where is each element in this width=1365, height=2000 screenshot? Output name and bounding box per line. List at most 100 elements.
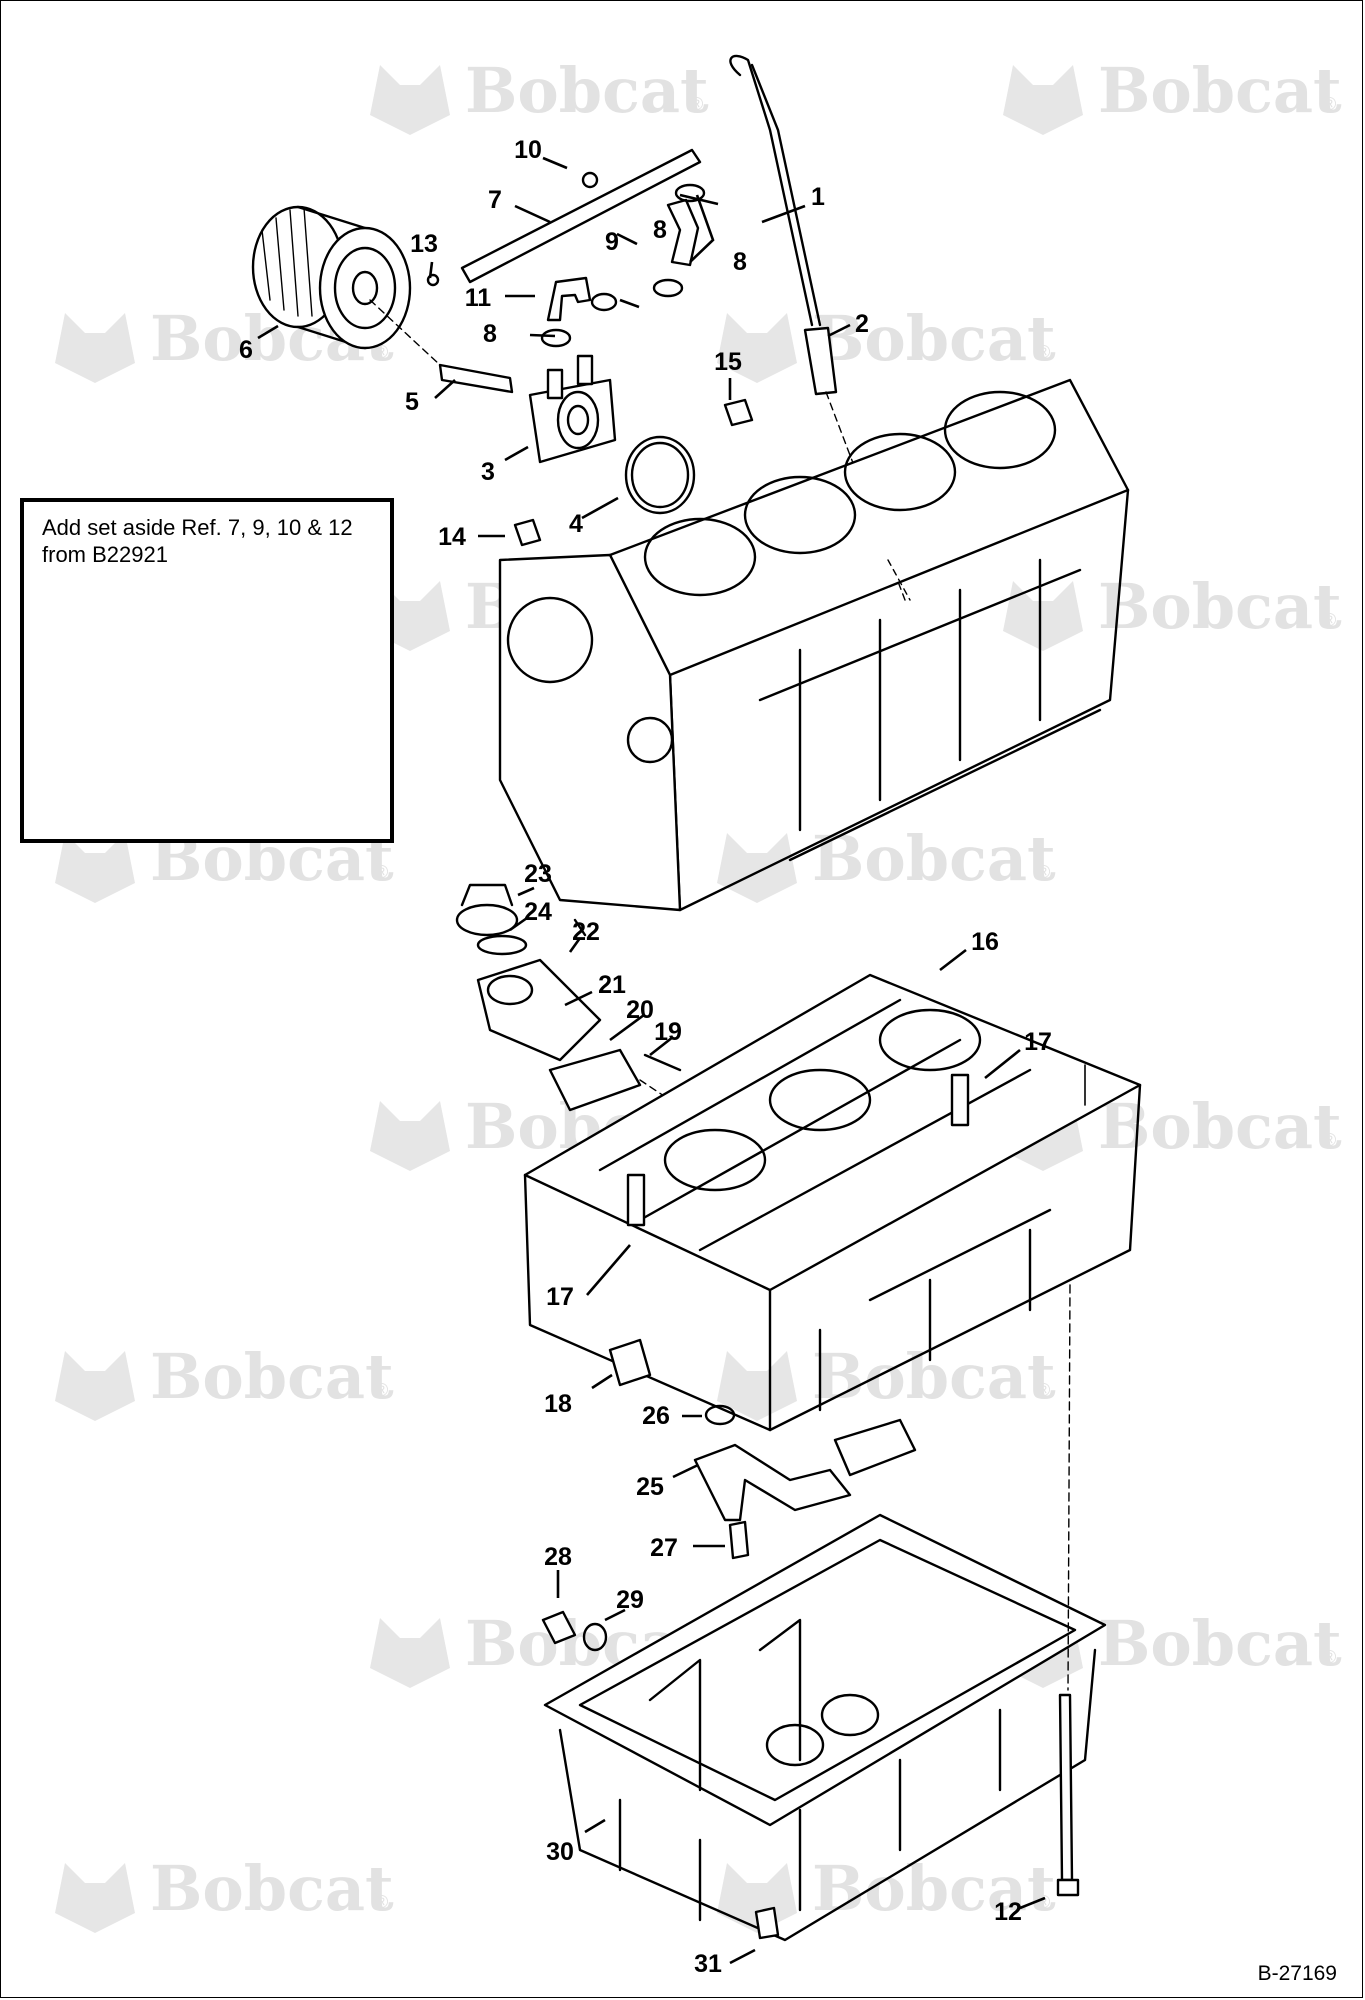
watermark-trademark: ® [1323,610,1336,630]
crankcase-part [523,973,1142,1432]
callout-ref-19: 19 [654,1018,682,1046]
note-box: Add set aside Ref. 7, 9, 10 & 12 from B2… [20,498,394,843]
callout-ref-6: 6 [239,336,253,364]
bobcat-logo-icon [370,1618,450,1688]
callout-ref-29: 29 [616,1586,644,1614]
washer-part [426,273,440,287]
callout-ref-13: 13 [410,230,438,258]
oil-pan-part [543,1513,1107,1942]
bobcat-logo-icon [717,1351,797,1421]
bobcat-logo-icon [370,65,450,135]
bobcat-logo-icon [717,313,797,383]
bolt-17-part [626,1173,646,1227]
bobcat-watermark: Bobcat [1098,1090,1342,1163]
callout-ref-1: 1 [811,183,825,211]
watermark-trademark: ® [1037,1892,1050,1912]
watermark-trademark: ® [1037,862,1050,882]
oil-strainer-part [693,1418,917,1522]
callout-ref-25: 25 [636,1473,664,1501]
bobcat-logo-icon [717,1863,797,1933]
hose-part [666,198,700,267]
bobcat-logo-icon [55,833,135,903]
watermark-trademark: ® [375,862,388,882]
callout-ref-16: 16 [971,928,999,956]
watermark-trademark: ® [1323,94,1336,114]
bobcat-watermark: Bobcat [1098,54,1342,127]
dipstick-part [729,54,814,327]
callout-ref-7: 7 [488,186,502,214]
plug-31-part [754,1906,780,1940]
callout-ref-9: 9 [605,228,619,256]
washer-29-part [582,1622,608,1652]
bobcat-watermark: Bobcat [150,1852,394,1925]
watermark-trademark: ® [375,1892,388,1912]
bobcat-watermark: Bobcat [150,1340,394,1413]
bobcat-logo-icon [55,1351,135,1421]
bobcat-watermark: Bobcat [812,302,1056,375]
callout-layer: 1234567888910111213141516171718192021222… [239,136,1052,1978]
watermark-trademark: ® [690,94,703,114]
callout-ref-5: 5 [405,388,419,416]
callout-ref-21: 21 [598,971,626,999]
bobcat-logo-icon [1003,581,1083,651]
stud-part [438,363,514,394]
callout-ref-8: 8 [653,216,667,244]
callout-ref-22: 22 [572,918,600,946]
watermark-trademark: ® [1037,342,1050,362]
figure-id: B-27169 [1257,1962,1337,1985]
watermark-trademark: ® [1323,1647,1336,1667]
watermark-trademark: ® [375,342,388,362]
callout-ref-20: 20 [626,996,654,1024]
callout-ref-11: 11 [465,284,492,312]
bobcat-watermark: Bobcat [1098,1607,1342,1680]
o-ring-part [624,435,696,515]
bushing-part [608,1338,652,1387]
callout-ref-28: 28 [544,1543,572,1571]
callout-ref-24: 24 [524,898,552,926]
callout-ref-27: 27 [650,1534,678,1562]
callout-ref-18: 18 [544,1390,572,1418]
cylinder-block-part [498,378,1130,912]
bobcat-watermark: Bobcat [465,54,709,127]
plug-15-part [723,398,754,427]
watermark-trademark: ® [1323,1130,1336,1150]
callout-ref-10: 10 [514,136,542,164]
drain-plug-part [541,1610,577,1645]
watermark-trademark: ® [1037,1380,1050,1400]
note-text: Add set aside Ref. 7, 9, 10 & 12 from B2… [42,515,353,567]
bobcat-logo-icon [1003,65,1083,135]
oil-filter-part [251,205,412,350]
callout-ref-15: 15 [714,348,742,376]
callout-ref-4: 4 [569,510,583,538]
o-ring-26-part [704,1404,736,1426]
bolt-12-part [1058,1693,1074,1882]
callout-ref-17: 17 [546,1283,574,1311]
watermark-trademark: ® [375,1380,388,1400]
bobcat-watermark: Bobcat [812,1340,1056,1413]
callout-ref-31: 31 [694,1950,722,1978]
oil-filler-assembly-part [455,883,701,1121]
bobcat-logo-icon [55,1863,135,1933]
bobcat-watermark: Bobcat [812,1852,1056,1925]
parts-drawing [251,54,1142,1942]
callout-ref-26: 26 [642,1402,670,1430]
callout-ref-12: 12 [994,1898,1022,1926]
callout-ref-30: 30 [546,1838,574,1866]
callout-ref-23: 23 [524,860,552,888]
oil-cooler-part [528,354,617,464]
bobcat-logo-icon [370,1101,450,1171]
callout-ref-17: 17 [1024,1028,1052,1056]
bobcat-watermark: Bobcat [1098,570,1342,643]
plug-14-part [513,518,542,547]
elbow-hose-part [546,276,592,322]
bobcat-watermark: Bobcat [812,822,1056,895]
bolt-27-part [728,1520,750,1560]
watermark-layer: Bobcat®Bobcat®Bobcat®Bobcat®Bobcat®Bobca… [55,54,1342,1933]
callout-ref-14: 14 [438,523,466,551]
bobcat-logo-icon [55,313,135,383]
pipe-part [460,148,702,284]
callout-ref-2: 2 [855,310,869,338]
callout-ref-3: 3 [481,458,495,486]
